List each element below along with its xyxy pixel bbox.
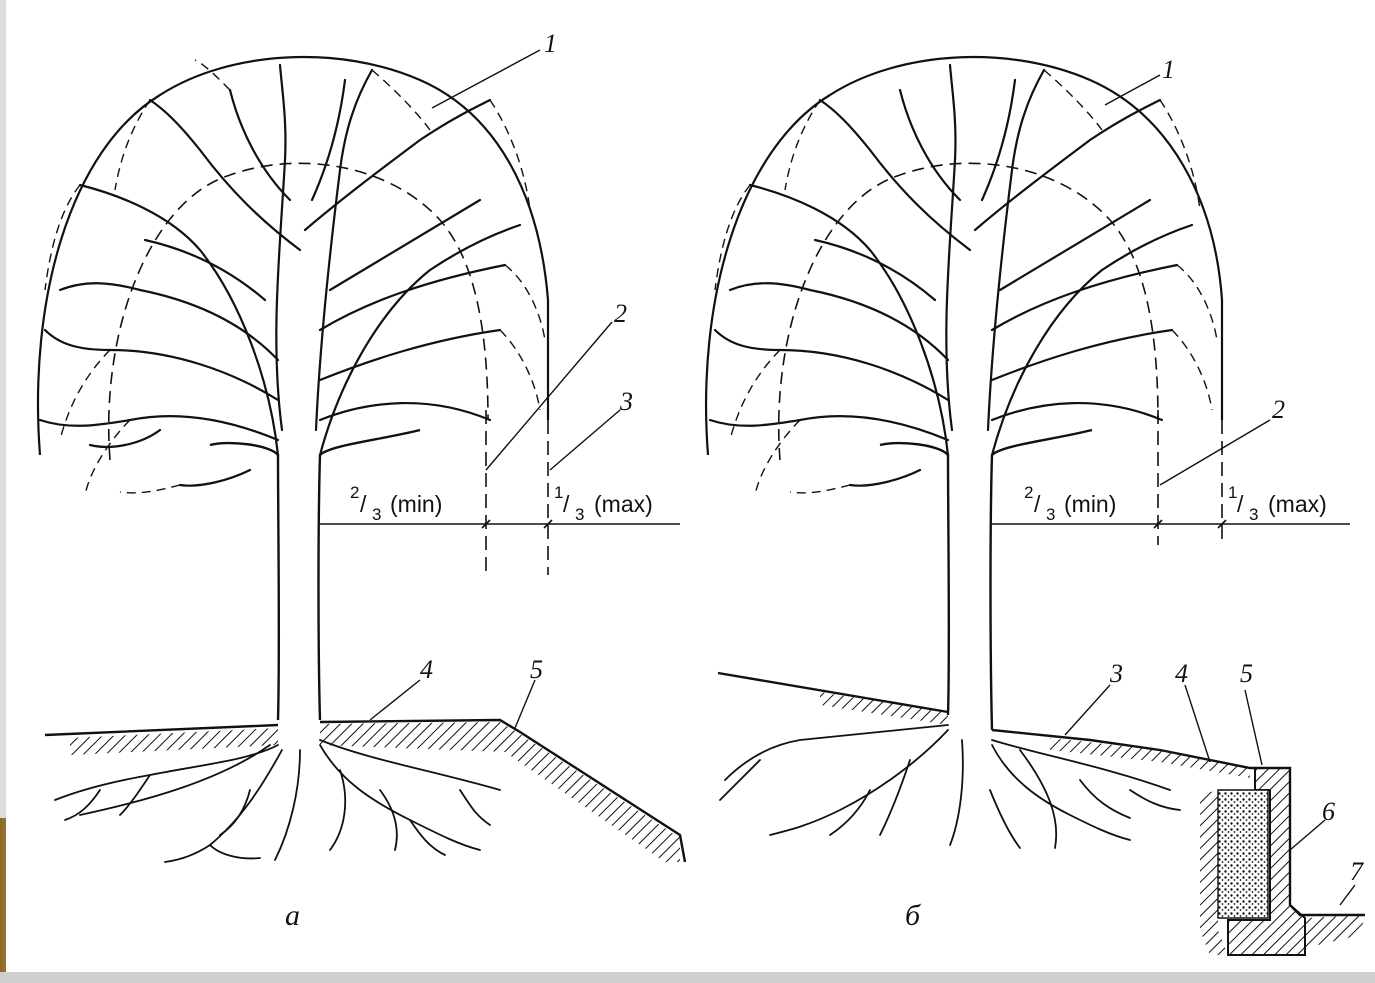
label-a-4: 4 (420, 655, 433, 684)
dim-min-a: 2 / 3 (min) (350, 483, 442, 524)
dim-min-b: 2 / 3 (min) (1024, 483, 1116, 524)
dim-max-b: 1 / 3 (max) (1228, 483, 1327, 524)
label-a-1: 1 (544, 29, 557, 58)
dimension-lines-b (992, 410, 1350, 545)
svg-text:/: / (360, 491, 367, 517)
gravel-backfill-b (1218, 790, 1268, 918)
svg-text:(max): (max) (594, 491, 653, 517)
label-b-3: 3 (1109, 659, 1123, 688)
crown-outline-b (706, 57, 1222, 455)
leaders-a (370, 50, 620, 728)
panel-b: 1 2 3 4 5 6 7 2 / 3 (min) 1 / 3 (max) б (706, 55, 1365, 955)
branches-a (40, 65, 520, 486)
label-a-5: 5 (530, 655, 543, 684)
trunk-b (880, 430, 1092, 730)
svg-text:/: / (563, 491, 570, 517)
dashed-twigs-a (45, 60, 545, 495)
label-a-3: 3 (619, 387, 633, 416)
label-b-5: 5 (1240, 659, 1253, 688)
svg-text:3: 3 (1249, 505, 1258, 524)
svg-text:2: 2 (350, 483, 359, 502)
branches-b (710, 65, 1192, 486)
leaders-b (1065, 75, 1355, 905)
ground-hatch-a (70, 722, 680, 862)
dashed-twigs-b (715, 70, 1217, 495)
crown-outline-a (38, 57, 548, 455)
svg-text:3: 3 (575, 505, 584, 524)
base-soil-b (1305, 915, 1365, 948)
svg-text:3: 3 (1046, 505, 1055, 524)
svg-text:(max): (max) (1268, 491, 1327, 517)
label-b-2: 2 (1272, 395, 1285, 424)
label-b-7: 7 (1350, 857, 1364, 886)
caption-a: а (285, 899, 300, 932)
svg-text:/: / (1034, 491, 1041, 517)
caption-b: б (905, 899, 921, 932)
svg-text:/: / (1237, 491, 1244, 517)
svg-text:(min): (min) (1064, 491, 1116, 517)
roots-a (55, 740, 500, 862)
label-b-6: 6 (1322, 797, 1335, 826)
label-b-4: 4 (1175, 659, 1188, 688)
label-a-2: 2 (614, 299, 627, 328)
dim-max-a: 1 / 3 (max) (554, 483, 653, 524)
svg-text:(min): (min) (390, 491, 442, 517)
svg-text:2: 2 (1024, 483, 1033, 502)
panel-a: 1 2 3 4 5 2 / 3 (min) 1 / 3 (max) а (38, 29, 685, 932)
svg-text:3: 3 (372, 505, 381, 524)
label-b-1: 1 (1162, 55, 1175, 84)
